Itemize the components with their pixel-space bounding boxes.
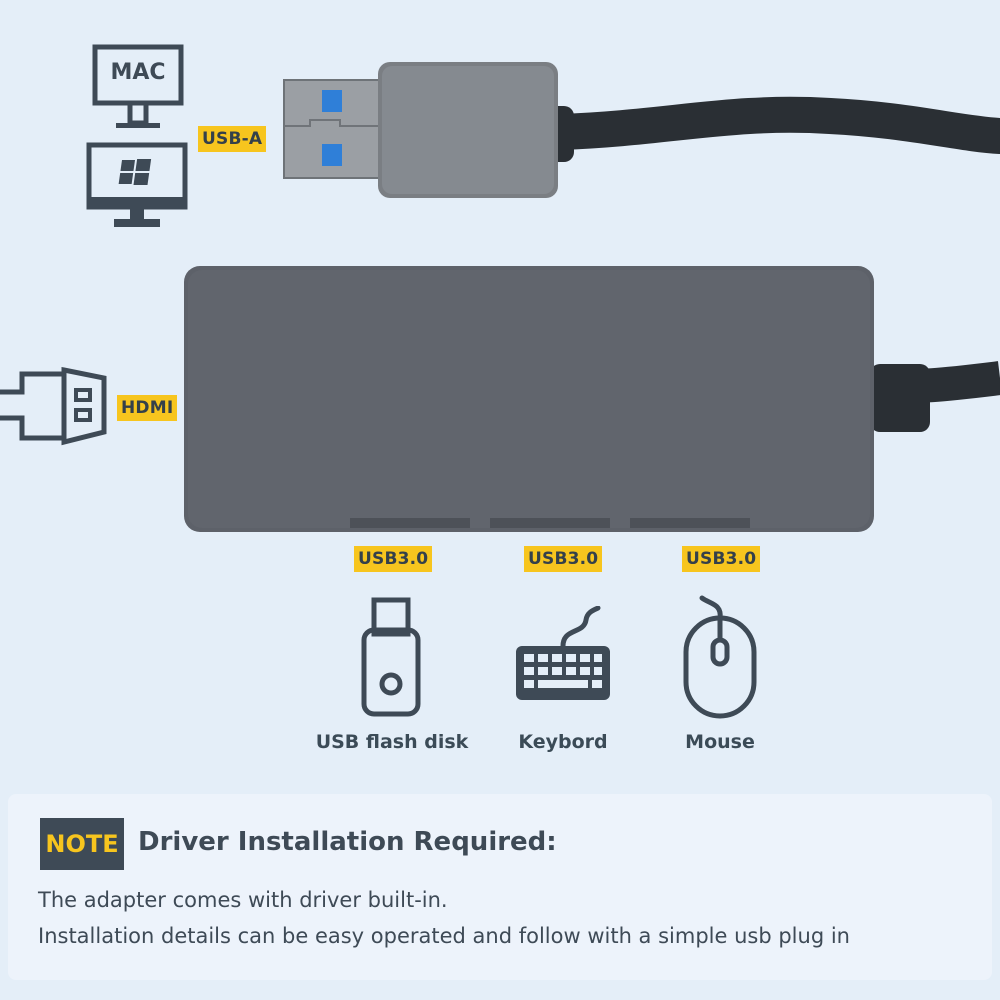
note-line-2: Installation details can be easy operate… [38,924,850,948]
note-title: Driver Installation Required: [138,827,557,857]
mouse-icon [683,595,757,719]
windows-monitor-icon [86,142,188,227]
mouse-label: Mouse [685,731,755,753]
usb-hub-body [184,266,1000,532]
usb3-label-1: USB3.0 [354,546,433,572]
usb3-label-3: USB3.0 [682,546,761,572]
usb3-label-2: USB3.0 [524,546,603,572]
keyboard-icon [516,606,610,700]
note-panel: NOTE Driver Installation Required: The a… [8,794,992,980]
note-badge: NOTE [40,818,124,870]
windows-logo-icon [118,159,152,185]
mac-monitor-icon [92,44,184,128]
keyboard-label: Keybord [518,731,608,753]
note-line-1: The adapter comes with driver built-in. [38,888,448,912]
mac-label: MAC [110,60,166,85]
usb-port-blue-top [322,90,342,112]
usb-flash-label: USB flash disk [315,731,469,753]
usb-port-blue-bottom [322,144,342,166]
usb-a-cable [283,62,1000,198]
hdmi-connector-icon [0,366,107,446]
usb-a-label: USB-A [198,126,267,152]
hdmi-label: HDMI [117,395,178,421]
usb-flash-icon [361,597,421,717]
